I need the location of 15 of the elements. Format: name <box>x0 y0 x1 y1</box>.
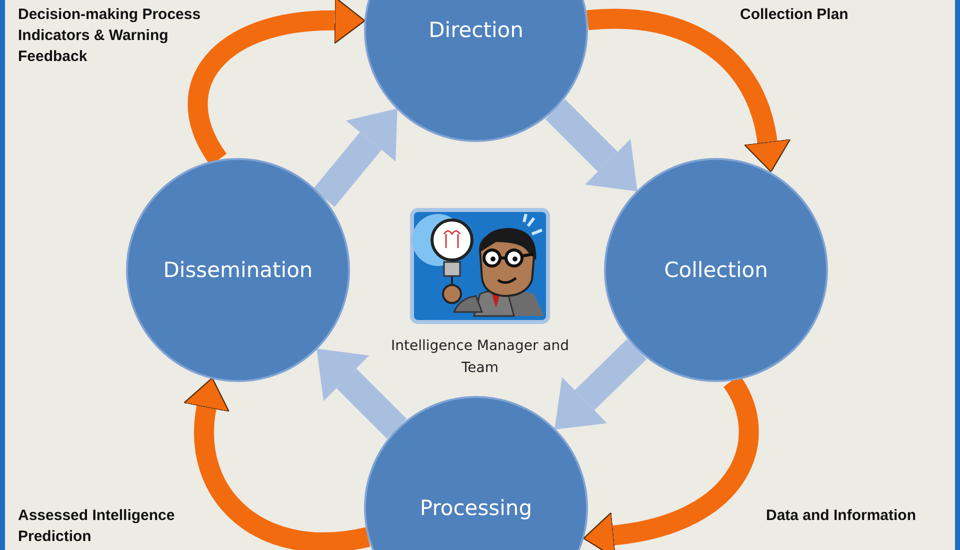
stage-name: Direction <box>428 18 524 42</box>
curved-arrow <box>183 376 370 550</box>
block-arrow <box>312 108 398 207</box>
curved-arrow <box>586 8 791 172</box>
stage-name: Collection <box>664 258 768 282</box>
team-label: Intelligence Manager and Team <box>390 337 570 378</box>
note-text: Decision-making Process Indicators & Warning Feedback <box>18 5 202 67</box>
stage-name: Dissemination <box>163 258 313 282</box>
note-text: Data and Information <box>766 506 918 526</box>
note-text: Assessed Intelligence Prediction <box>18 506 176 547</box>
block-arrow <box>316 348 407 439</box>
block-arrow <box>545 99 638 192</box>
block-arrow <box>554 339 647 430</box>
note-text: Collection Plan <box>740 5 850 25</box>
stage-name: Processing <box>420 496 532 520</box>
